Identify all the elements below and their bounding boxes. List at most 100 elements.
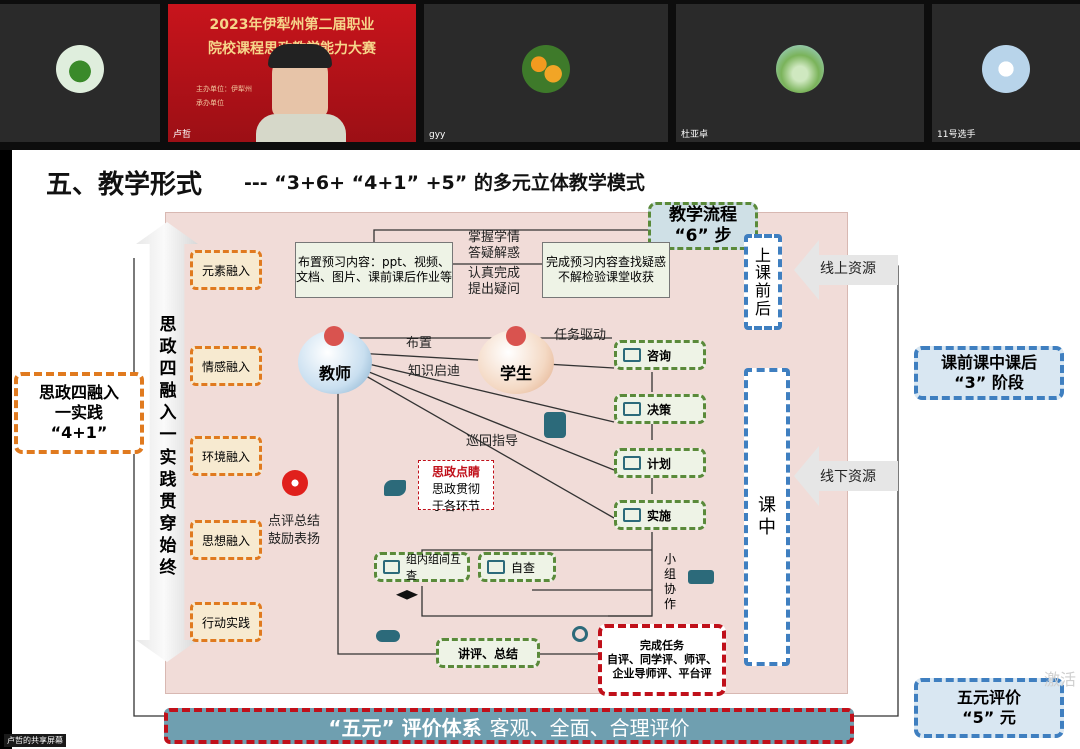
left-vertical-text: 思政四融入一实践贯穿始终 — [159, 315, 177, 579]
sz-highlight-title: 思政点睛 — [431, 465, 480, 479]
group-coop-label: 小组协作 — [664, 552, 677, 611]
flow-title-box: 教学流程 “6” 步 — [648, 202, 758, 250]
self-check-label: 自查 — [511, 560, 536, 575]
evaluation-system-bar: “五元” 评价体系 客观、全面、合理评价 — [164, 708, 854, 744]
speaker-body — [256, 114, 346, 142]
step-consult-label: 咨询 — [647, 348, 672, 363]
slide-subtitle: --- “3+6+ “4+1” +5” 的多元立体教学模式 — [244, 172, 645, 194]
banner-line4: 承办单位 — [196, 99, 224, 107]
avatar-sunflower — [522, 45, 570, 93]
step-consult: 咨询 — [614, 340, 706, 370]
participant-tile-speaker[interactable]: 2023年伊犁州第二届职业 院校课程思政教学能力大赛 主办单位：伊犁州 承办单位… — [168, 4, 416, 142]
flow-title-2: “6” 步 — [674, 226, 732, 246]
teacher-icon — [324, 326, 344, 346]
left-summary-line3: “4+1” — [50, 423, 108, 442]
left-tag-emotion-label: 情感融入 — [201, 359, 250, 374]
guide-icon — [544, 412, 566, 438]
left-summary-line1: 思政四融入 — [38, 383, 119, 402]
left-tag-environment: 环境融入 — [190, 436, 262, 476]
review-label: 讲评、总结 — [457, 646, 518, 661]
left-tag-action-label: 行动实践 — [201, 615, 250, 630]
self-check-icon — [487, 560, 505, 574]
finish-task-title: 完成任务 — [640, 639, 684, 653]
student-label: 学生 — [499, 364, 532, 383]
avatar-flowers — [776, 45, 824, 93]
group-check-label: 组内组间互查 — [405, 553, 461, 582]
shared-screen: 五、教学形式 --- “3+6+ “4+1” +5” 的多元立体教学模式 教学流… — [12, 150, 1080, 749]
target-icon — [572, 626, 588, 642]
people-icon — [376, 630, 400, 642]
sz-line-2: 于各环节 — [431, 499, 480, 513]
finish-task-text: 自评、同学评、师评、企业导师评、平台评 — [607, 653, 717, 680]
participant-tile[interactable]: 杜亚卓 — [676, 4, 924, 142]
pre-after-label: 上课前后 — [754, 245, 771, 318]
mid-text-top-2: 答疑解惑 — [468, 246, 521, 261]
stages-line2: “3” 阶段 — [954, 373, 1024, 392]
participant-name: 杜亚卓 — [681, 130, 709, 140]
step-plan-label: 计划 — [647, 456, 672, 471]
step-decide-label: 决策 — [647, 402, 672, 417]
stages-box: 课前课中课后 “3” 阶段 — [914, 346, 1064, 400]
step-decide: 决策 — [614, 394, 706, 424]
group-check-node: 组内组间互查 — [374, 552, 470, 582]
teamwork-icon — [688, 570, 714, 584]
in-class-box: 课中 — [744, 368, 790, 666]
teacher-label: 教师 — [318, 364, 351, 383]
offline-label: 线下资源 — [820, 469, 876, 485]
step-implement: 实施 — [614, 500, 706, 530]
self-check-node: 自查 — [478, 552, 556, 582]
watermark: 激活 — [1044, 670, 1077, 689]
mid-text-top-1: 掌握学情 — [468, 230, 521, 245]
preview-done-text: 完成预习内容查找疑惑不解检验课堂收获 — [545, 255, 666, 284]
evaluation-bar-title: “五元” 评价体系 — [328, 715, 482, 740]
comment-line-1: 点评总结 — [268, 514, 321, 529]
eval-summary-box: 五元评价 “5” 元 — [914, 678, 1064, 738]
mid-text-bot-2: 提出疑问 — [468, 282, 521, 297]
student-icon — [506, 326, 526, 346]
share-label: 卢哲的共享屏幕 — [4, 734, 66, 747]
muscle-icon — [384, 480, 406, 496]
preview-assign-text: 布置预习内容：ppt、视频、文档、图片、课前课后作业等 — [296, 255, 453, 284]
left-tag-element: 元素融入 — [190, 250, 262, 290]
pre-after-box: 上课前后 — [744, 234, 782, 330]
graduation-cap-icon — [396, 590, 418, 600]
eval-line2: “5” 元 — [962, 708, 1016, 727]
participant-name: 卢哲 — [173, 130, 192, 140]
left-tag-environment-label: 环境融入 — [201, 449, 250, 464]
preview-done-box: 完成预习内容查找疑惑不解检验课堂收获 — [542, 242, 670, 298]
decide-icon — [623, 402, 641, 416]
online-label: 线上资源 — [820, 261, 876, 277]
participant-tile[interactable] — [0, 4, 160, 142]
mid-text-bot-1: 认真完成 — [468, 266, 521, 281]
flower-icon — [282, 470, 308, 496]
participant-strip: 2023年伊犁州第二届职业 院校课程思政教学能力大赛 主办单位：伊犁州 承办单位… — [0, 0, 1080, 150]
left-tag-action: 行动实践 — [190, 602, 262, 642]
flow-title-1: 教学流程 — [669, 204, 737, 225]
avatar-clover — [56, 45, 104, 93]
left-summary-line2: 一实践 — [54, 403, 103, 422]
left-summary-box: 思政四融入 一实践 “4+1” — [14, 372, 144, 454]
speaker-hair — [268, 44, 332, 68]
diagram-panel — [165, 212, 848, 694]
left-tag-element-label: 元素融入 — [201, 263, 250, 278]
participant-tile[interactable]: 11号选手 — [932, 4, 1080, 142]
assign-label: 布置 — [406, 336, 433, 351]
implement-icon — [623, 508, 641, 522]
sz-line-1: 思政贯彻 — [431, 482, 480, 496]
preview-assign-box: 布置预习内容：ppt、视频、文档、图片、课前课后作业等 — [295, 242, 453, 298]
participant-name: gyy — [429, 130, 446, 140]
sz-highlight-box: 思政点睛 思政贯彻 于各环节 — [418, 460, 494, 513]
task-drive-label: 任务驱动 — [554, 328, 607, 343]
step-implement-label: 实施 — [647, 508, 672, 523]
participant-tile[interactable]: gyy — [424, 4, 668, 142]
stages-line1: 课前课中课后 — [940, 353, 1037, 372]
comment-line-2: 鼓励表扬 — [268, 532, 321, 547]
patrol-label: 巡回指导 — [466, 434, 519, 449]
inspire-label: 知识启迪 — [408, 364, 461, 379]
left-tag-emotion: 情感融入 — [190, 346, 262, 386]
slide-title: 五、教学形式 — [46, 170, 203, 200]
left-tag-thought: 思想融入 — [190, 520, 262, 560]
avatar-dandelion — [982, 45, 1030, 93]
group-check-icon — [383, 560, 400, 574]
banner-line1: 2023年伊犁州第二届职业 — [209, 17, 375, 33]
